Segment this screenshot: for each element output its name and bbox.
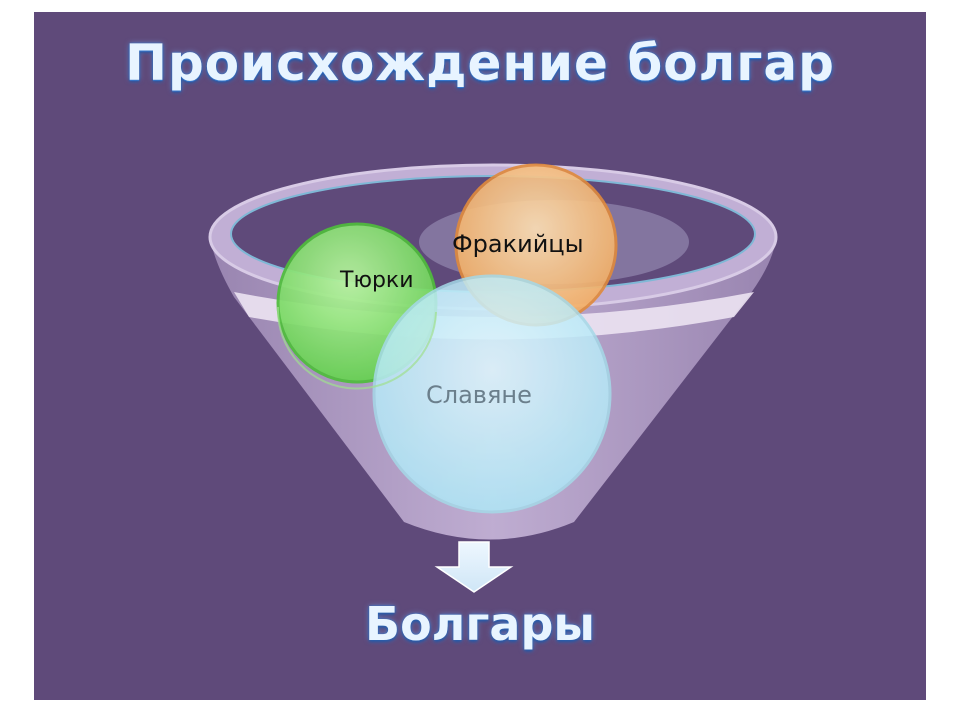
circle-slavs xyxy=(372,274,612,514)
label-turks: Тюрки xyxy=(340,268,414,293)
slide: Происхождение болгар xyxy=(34,12,926,700)
result-label: Болгары xyxy=(365,597,595,651)
label-slavs: Славяне xyxy=(426,381,532,409)
slide-title: Происхождение болгар xyxy=(125,34,835,92)
down-arrow-icon xyxy=(434,541,514,593)
label-thracians: Фракийцы xyxy=(452,230,584,258)
funnel-diagram xyxy=(208,163,778,593)
